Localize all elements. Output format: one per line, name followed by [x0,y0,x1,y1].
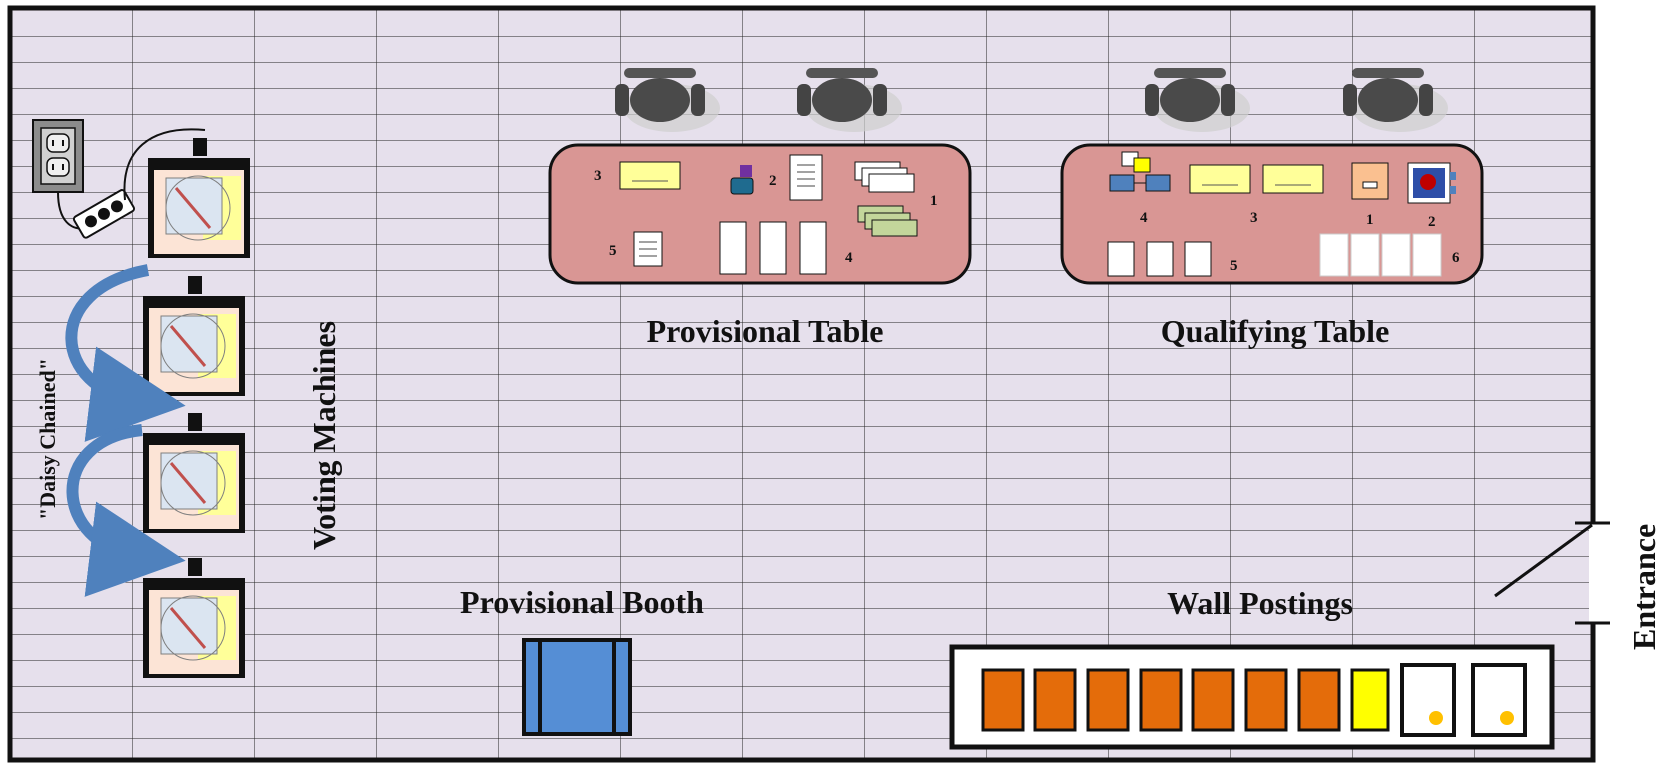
chair-icon [1343,68,1448,132]
envelopes-green [857,205,918,237]
qual-num-3: 3 [1250,210,1258,226]
posting-orange [981,668,1025,732]
posting-orange [1033,668,1077,732]
affidavit-forms [719,221,827,275]
power-cable [123,128,206,201]
poll-book [1351,162,1389,200]
prov-num-4: 4 [845,250,853,266]
outlet-icon [32,119,84,193]
daisy-chain-arrow-1 [65,264,186,442]
posting-white-seal [1400,663,1456,737]
chair-icon [797,68,902,132]
provisional-booth-label: Provisional Booth [460,584,704,620]
posting-orange [1139,668,1183,732]
qual-num-1: 1 [1366,212,1374,228]
qual-num-6: 6 [1452,250,1460,266]
daisy-chained-label: "Daisy Chained" [35,358,60,520]
qual-num-4: 4 [1140,210,1148,226]
chair-icon [615,68,720,132]
entrance-door [1494,521,1610,625]
map-icon [1407,162,1456,204]
prov-num-5: 5 [609,243,617,259]
qualifying-sign [619,161,681,190]
room-floor [7,5,1596,763]
chair-icon [1145,68,1250,132]
forms-stack [1107,241,1212,277]
wall-postings-label: Wall Postings [1167,585,1353,621]
network-icon [1109,151,1171,192]
sign-in-sheets [1319,233,1442,277]
voting-machines-label: Voting Machines [306,321,342,550]
posting-yellow [1350,668,1390,732]
prov-num-2: 2 [769,173,777,189]
entrance-label: Entrance [1626,524,1662,650]
posting-orange [1086,668,1130,732]
qualifying-sign-1 [1189,164,1251,194]
envelopes-white [854,161,915,193]
qualifying-table: 4 3 1 2 5 6 [1060,143,1484,285]
provisional-table: 3 2 1 5 4 [548,143,972,285]
posting-orange [1297,668,1341,732]
prov-num-1: 1 [930,193,938,209]
daisy-chain-arrow-2 [66,424,186,597]
voting-machine-icon [148,138,250,258]
posting-orange [1244,668,1288,732]
qualifying-sign-2 [1262,164,1324,194]
qual-num-5: 5 [1230,258,1238,274]
posting-orange [1191,668,1235,732]
ballot-stack [789,154,823,201]
provisional-table-label: Provisional Table [647,313,884,349]
wall-postings-group [981,663,1527,737]
qual-num-2: 2 [1428,214,1436,230]
qualifying-table-label: Qualifying Table [1161,313,1390,349]
power-strip-icon [72,189,135,239]
stamp-icon [730,165,754,195]
posting-white-seal [1471,663,1527,737]
prov-num-3: 3 [594,168,602,184]
chairs-group [615,68,1448,132]
provisional-booth [522,638,632,736]
